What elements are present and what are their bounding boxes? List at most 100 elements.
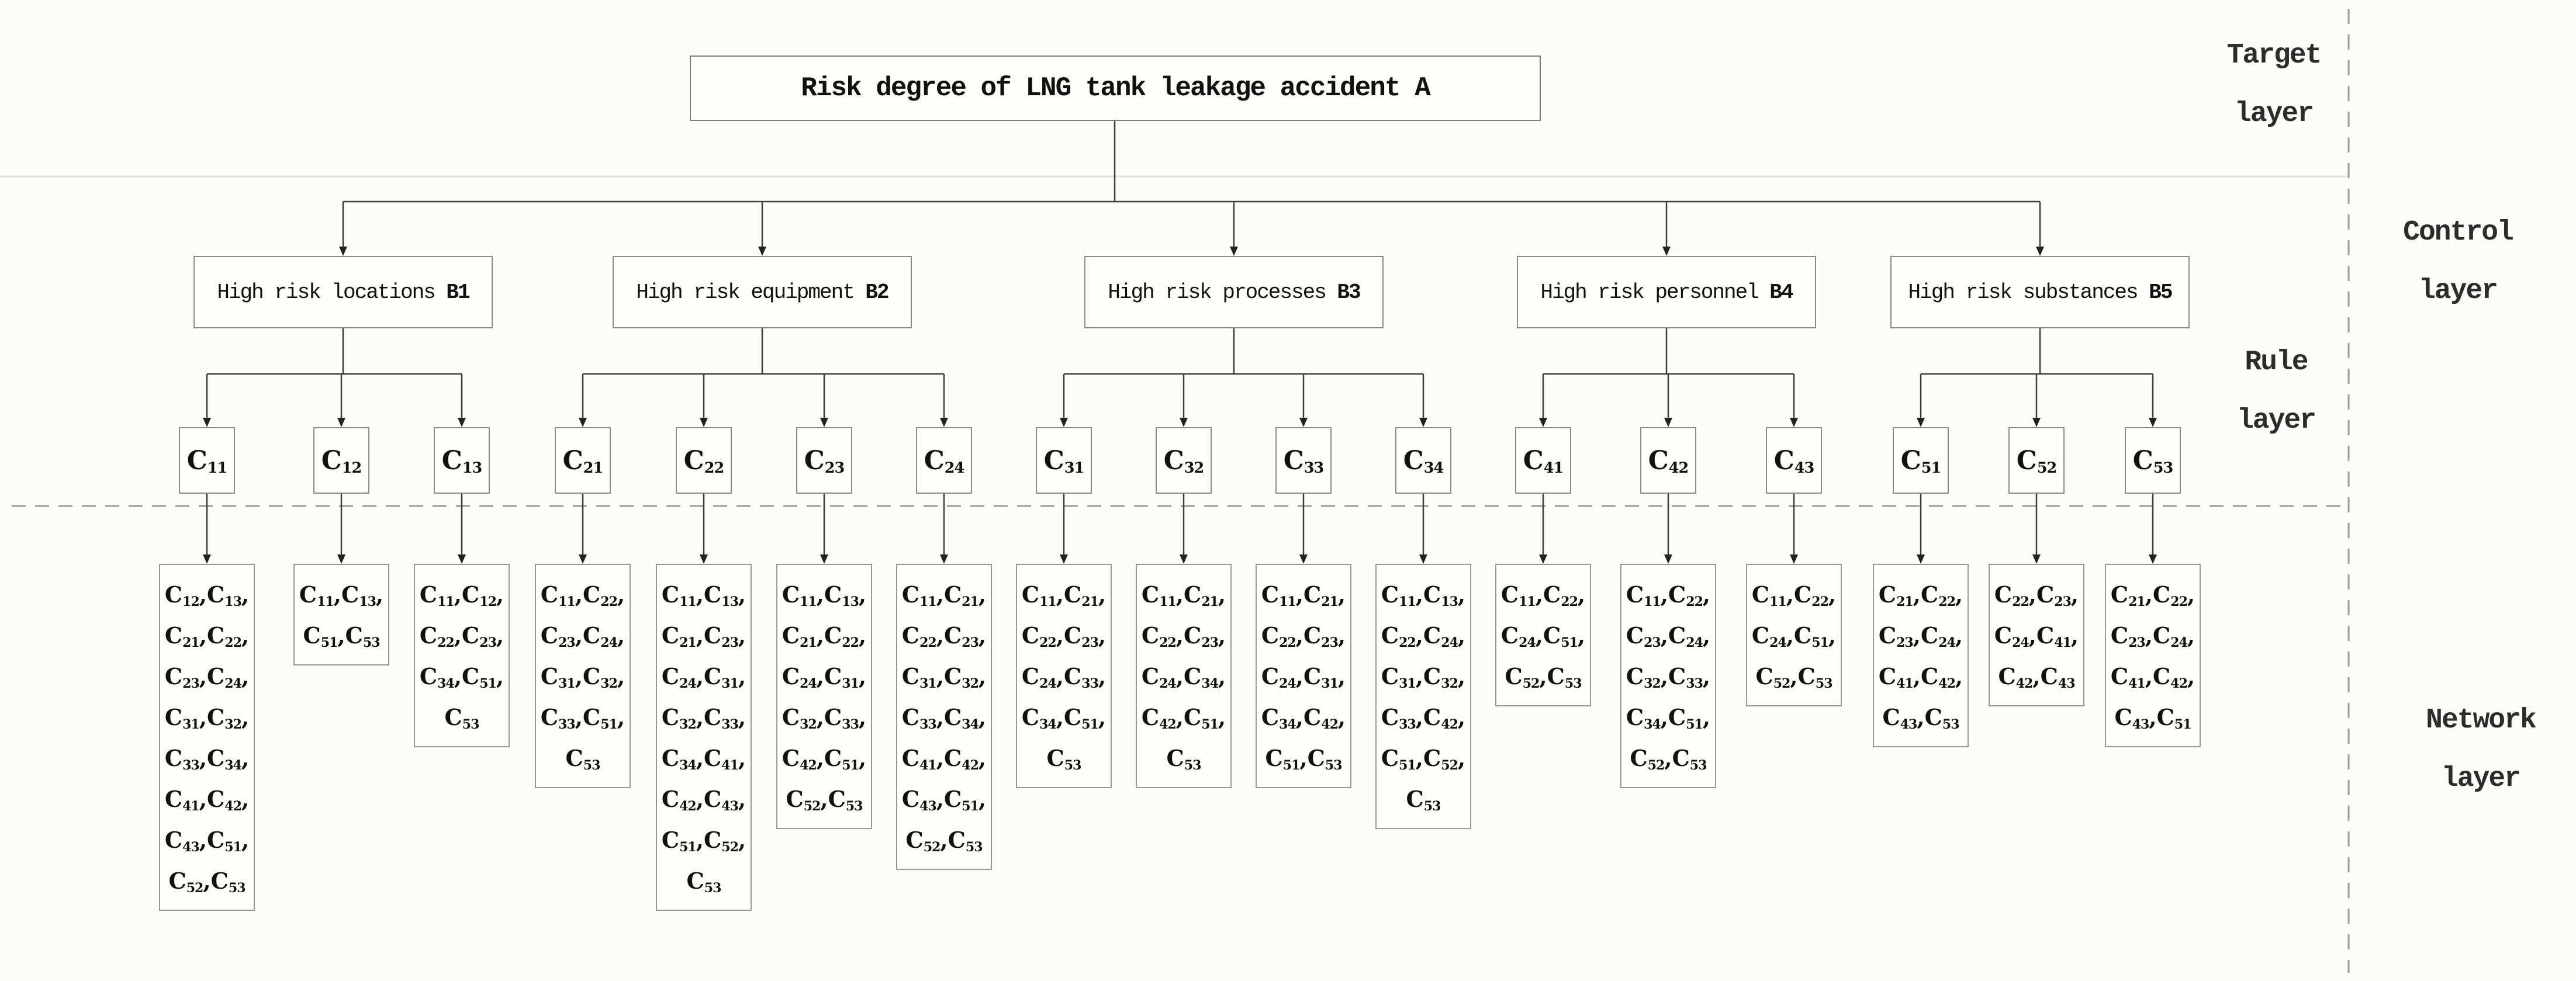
network-node-line: C52,C53 [168, 868, 246, 896]
control-node-box-b4: High risk personnel B4 [1517, 256, 1816, 328]
network-node-box-c32: C11,C21,C22,C23,C24,C34,C42,C51,C53 [1136, 564, 1232, 788]
network-node-line: C43,C51, [164, 827, 250, 855]
network-node-line: C22,C23, [1141, 622, 1226, 650]
network-node-line: C32,C33, [661, 704, 746, 732]
network-node-line: C23,C24, [540, 622, 625, 650]
network-node-box-c51: C21,C22,C23,C24,C41,C42,C43,C53 [1873, 564, 1969, 747]
arrowhead-icon [1790, 418, 1798, 427]
rule-node-label: C24 [924, 445, 965, 477]
control-node-box-b2: High risk equipment B2 [613, 256, 912, 328]
network-node-line: C52,C53 [1755, 663, 1832, 691]
network-node-line: C21,C23, [661, 622, 746, 650]
arrowhead-icon [1917, 554, 1925, 564]
target-node-box: Risk degree of LNG tank leakage accident… [690, 56, 1541, 121]
control-layer-label-line1: Control [2403, 217, 2514, 248]
network-node-line: C34,C42, [1261, 704, 1346, 732]
network-node-line: C21,C22, [1878, 581, 1963, 609]
network-node-line: C21,C22, [164, 622, 250, 650]
network-node-line: C53 [686, 868, 722, 896]
network-node-line: C52,C53 [1505, 663, 1582, 691]
network-node-line: C23,C24, [164, 663, 250, 691]
network-node-box-c31: C11,C21,C22,C23,C24,C33,C34,C51,C53 [1016, 564, 1112, 788]
rule-layer-label: Rule layer [2165, 333, 2387, 450]
control-node-label: High risk equipment B2 [636, 280, 889, 304]
network-node-line: C41,C42, [2110, 663, 2195, 691]
network-node-line: C43,C51 [2114, 704, 2191, 732]
network-node-line: C53 [1166, 745, 1202, 773]
network-node-line: C11,C13, [299, 581, 384, 609]
rule-node-box-c22: C22 [676, 427, 732, 494]
network-node-line: C51,C52, [661, 827, 746, 855]
network-node-line: C31,C32, [540, 663, 625, 691]
rule-layer-label-line2: layer [2236, 405, 2316, 436]
network-node-line: C33,C34, [901, 704, 987, 732]
network-node-line: C21,C22, [2110, 581, 2195, 609]
arrowhead-icon [758, 247, 766, 256]
rule-node-box-c43: C43 [1766, 427, 1822, 494]
arrowhead-icon [1230, 247, 1238, 256]
rule-node-box-c12: C12 [313, 427, 369, 494]
rule-node-box-c31: C31 [1036, 427, 1092, 494]
network-node-line: C53 [1406, 786, 1441, 814]
control-node-box-b5: High risk substances B5 [1890, 256, 2190, 328]
network-node-line: C11,C13, [782, 581, 867, 609]
network-node-line: C43,C53 [1882, 704, 1959, 732]
rule-node-box-c42: C42 [1640, 427, 1696, 494]
network-node-line: C22,C23, [1994, 581, 2079, 609]
network-node-box-c22: C11,C13,C21,C23,C24,C31,C32,C33,C34,C41,… [656, 564, 752, 911]
arrowhead-icon [1539, 554, 1547, 564]
network-node-line: C23,C24, [2110, 622, 2195, 650]
rule-layer-label-line1: Rule [2245, 346, 2308, 378]
arrowhead-icon [2149, 554, 2157, 564]
network-node-line: C52,C53 [905, 827, 983, 855]
network-node-line: C24,C33, [1021, 663, 1107, 691]
arrowhead-icon [700, 418, 708, 427]
network-node-line: C42,C43 [1998, 663, 2075, 691]
rule-node-label: C11 [186, 445, 228, 477]
network-node-line: C22,C23, [1021, 622, 1107, 650]
network-node-line: C24,C34, [1141, 663, 1226, 691]
rule-node-box-c52: C52 [2008, 427, 2065, 494]
arrowhead-icon [1299, 554, 1308, 564]
network-node-line: C52,C53 [1630, 745, 1707, 773]
rule-node-label: C34 [1403, 445, 1444, 477]
target-layer-label-line1: Target [2226, 40, 2322, 71]
control-node-label: High risk locations B1 [217, 280, 470, 304]
arrowhead-icon [1180, 418, 1188, 427]
control-node-box-b1: High risk locations B1 [193, 256, 493, 328]
arrowhead-icon [1060, 554, 1068, 564]
network-node-line: C24,C51, [1751, 622, 1837, 650]
rule-node-label: C13 [441, 445, 483, 477]
network-node-line: C24,C31, [782, 663, 867, 691]
rule-node-label: C43 [1773, 445, 1815, 477]
arrowhead-icon [579, 418, 587, 427]
network-layer-label-line1: Network [2426, 705, 2537, 736]
rule-node-box-c13: C13 [434, 427, 490, 494]
network-node-line: C51,C53 [1265, 745, 1342, 773]
rule-node-box-c53: C53 [2125, 427, 2181, 494]
network-node-box-c52: C22,C23,C24,C41,C42,C43 [1989, 564, 2084, 706]
network-node-box-c21: C11,C22,C23,C24,C31,C32,C33,C51,C53 [535, 564, 631, 788]
arrowhead-icon [1060, 418, 1068, 427]
network-node-line: C53 [565, 745, 601, 773]
arrowhead-icon [1419, 418, 1427, 427]
rule-node-label: C52 [2016, 445, 2058, 477]
rule-node-box-c23: C23 [796, 427, 852, 494]
control-node-label: High risk personnel B4 [1540, 280, 1793, 304]
arrowhead-icon [579, 554, 587, 564]
arrowhead-icon [2149, 418, 2157, 427]
network-node-line: C33,C51, [540, 704, 625, 732]
network-node-line: C41,C42, [1878, 663, 1963, 691]
arrowhead-icon [1419, 554, 1427, 564]
network-node-box-c41: C11,C22,C24,C51,C52,C53 [1495, 564, 1591, 706]
network-node-box-c11: C12,C13,C21,C22,C23,C24,C31,C32,C33,C34,… [159, 564, 255, 911]
rule-node-box-c34: C34 [1395, 427, 1451, 494]
network-node-line: C22,C23, [419, 622, 504, 650]
network-node-line: C11,C22, [1626, 581, 1711, 609]
rule-node-label: C53 [2132, 445, 2174, 477]
network-node-line: C22,C23, [901, 622, 987, 650]
network-node-line: C22,C23, [1261, 622, 1346, 650]
network-node-line: C11,C22, [1751, 581, 1837, 609]
network-node-line: C33,C34, [164, 745, 250, 773]
network-node-line: C53 [1046, 745, 1082, 773]
